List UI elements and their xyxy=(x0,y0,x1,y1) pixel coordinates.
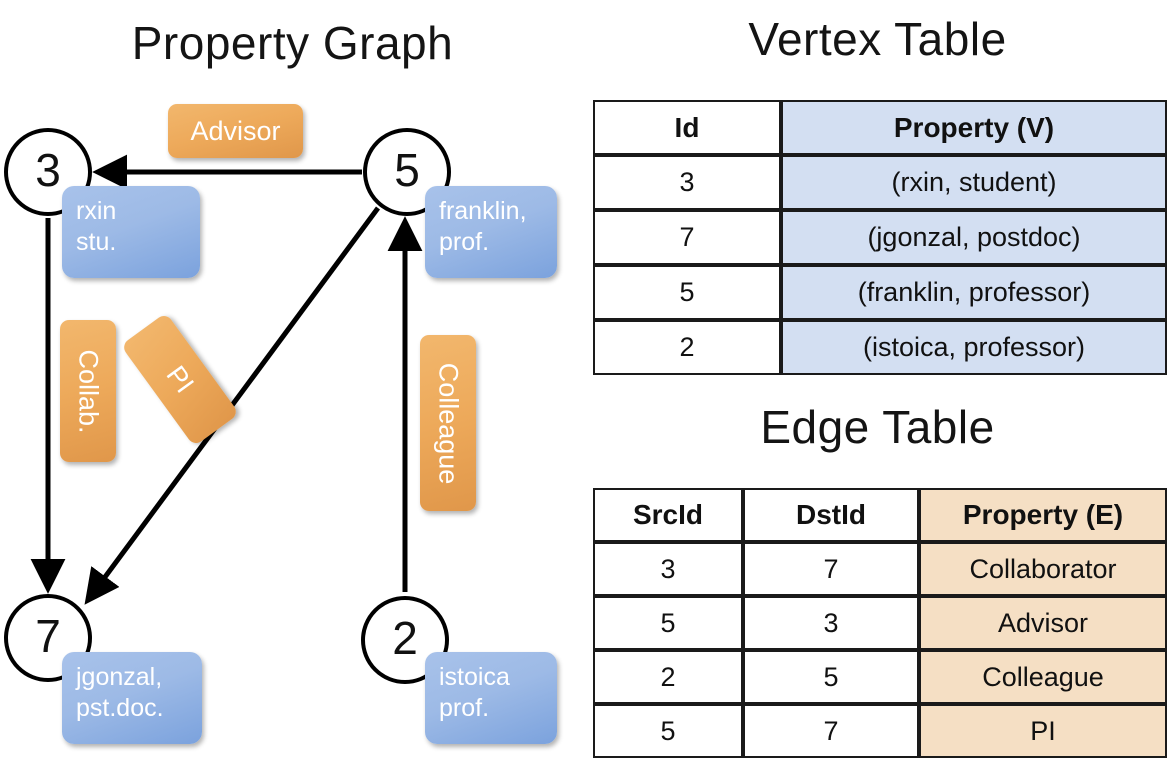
vertex-table-header-row: Id Property (V) xyxy=(593,100,1167,155)
vertex-table-cell-property: (istoica, professor) xyxy=(781,320,1167,375)
edge-table-header-property: Property (E) xyxy=(919,488,1167,542)
vertex-table-title: Vertex Table xyxy=(748,13,1007,65)
vertex-property-box-jgonzal: jgonzal, pst.doc. xyxy=(62,652,202,744)
edge-table-title: Edge Table xyxy=(760,401,995,453)
edge-table: SrcId DstId Property (E) 3 7 Collaborato… xyxy=(593,488,1167,758)
table-row: 5 3 Advisor xyxy=(593,596,1167,650)
vertex-node-5[interactable]: 5 xyxy=(363,128,451,216)
vertex-property-franklin-line2: prof. xyxy=(439,228,490,257)
edge-label-box-collab: Collab. xyxy=(60,320,116,462)
edge-table-cell-property: PI xyxy=(919,704,1167,758)
vertex-property-box-istoica: istoica prof. xyxy=(425,652,557,744)
vertex-property-franklin-line1: franklin, xyxy=(439,197,527,225)
edge-table-cell-dstid: 3 xyxy=(743,596,919,650)
vertex-property-istoica-line2: prof. xyxy=(439,694,490,723)
vertex-property-istoica-line1: istoica xyxy=(439,663,510,691)
vertex-node-3-label: 3 xyxy=(35,144,61,196)
edge-table-cell-srcid: 2 xyxy=(593,650,743,704)
table-row: 2 5 Colleague xyxy=(593,650,1167,704)
edge-label-advisor-text: Advisor xyxy=(190,115,281,146)
edge-label-colleague-text: Colleague xyxy=(433,362,464,484)
vertex-property-box-franklin: franklin, prof. xyxy=(425,186,557,278)
edge-table-header-dstid: DstId xyxy=(743,488,919,542)
vertex-node-7-label: 7 xyxy=(35,610,61,662)
vertex-property-rxin-line1: rxin xyxy=(76,197,117,225)
property-graph-title: Property Graph xyxy=(131,17,454,69)
edge-label-collab-text: Collab. xyxy=(73,348,104,434)
vertex-property-rxin-line2: stu. xyxy=(76,228,117,257)
vertex-table-cell-id: 5 xyxy=(593,265,781,320)
edge-table-cell-srcid: 5 xyxy=(593,596,743,650)
edge-table-cell-property: Collaborator xyxy=(919,542,1167,596)
vertex-node-2[interactable]: 2 xyxy=(361,596,449,684)
vertex-table-cell-property: (franklin, professor) xyxy=(781,265,1167,320)
edge-label-box-advisor: Advisor xyxy=(168,104,303,158)
vertex-table: Id Property (V) 3 (rxin, student) 7 (jgo… xyxy=(593,100,1167,375)
edge-table-cell-srcid: 5 xyxy=(593,704,743,758)
edge-table-header-row: SrcId DstId Property (E) xyxy=(593,488,1167,542)
edge-table-header-srcid: SrcId xyxy=(593,488,743,542)
table-row: 7 (jgonzal, postdoc) xyxy=(593,210,1167,265)
property-graph-panel: 3 5 7 2 rxin stu. franklin, prof. jgonza… xyxy=(4,104,557,744)
vertex-table-header-property: Property (V) xyxy=(781,100,1167,155)
edge-label-box-colleague: Colleague xyxy=(420,335,476,511)
edge-table-cell-dstid: 7 xyxy=(743,704,919,758)
edge-label-pi-text: PI xyxy=(160,360,201,399)
table-row: 3 7 Collaborator xyxy=(593,542,1167,596)
vertex-property-box-rxin: rxin stu. xyxy=(62,186,200,278)
vertex-node-5-label: 5 xyxy=(394,144,420,196)
table-row: 2 (istoica, professor) xyxy=(593,320,1167,375)
edge-table-cell-property: Advisor xyxy=(919,596,1167,650)
vertex-property-jgonzal-line2: pst.doc. xyxy=(76,694,164,723)
edge-table-cell-dstid: 7 xyxy=(743,542,919,596)
vertex-table-cell-id: 7 xyxy=(593,210,781,265)
vertex-property-jgonzal-line1: jgonzal, xyxy=(76,663,163,691)
vertex-node-2-label: 2 xyxy=(392,612,418,664)
table-row: 3 (rxin, student) xyxy=(593,155,1167,210)
edge-table-cell-property: Colleague xyxy=(919,650,1167,704)
vertex-table-cell-property: (rxin, student) xyxy=(781,155,1167,210)
vertex-table-cell-id: 2 xyxy=(593,320,781,375)
edge-table-cell-dstid: 5 xyxy=(743,650,919,704)
table-row: 5 7 PI xyxy=(593,704,1167,758)
edge-table-cell-srcid: 3 xyxy=(593,542,743,596)
table-row: 5 (franklin, professor) xyxy=(593,265,1167,320)
vertex-table-header-id: Id xyxy=(593,100,781,155)
vertex-table-cell-property: (jgonzal, postdoc) xyxy=(781,210,1167,265)
vertex-table-cell-id: 3 xyxy=(593,155,781,210)
